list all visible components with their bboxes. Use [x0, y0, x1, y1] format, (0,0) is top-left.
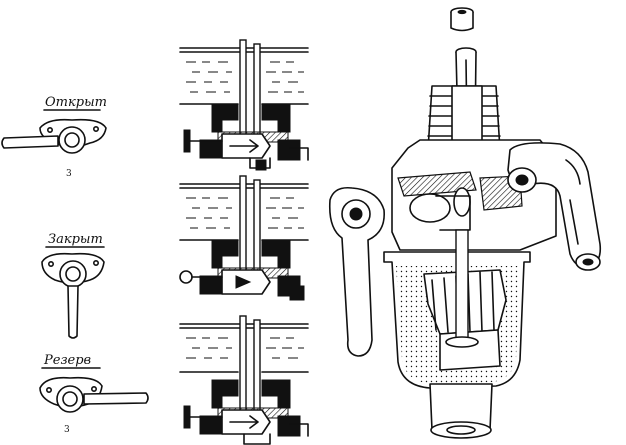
outlet-elbow: [507, 142, 602, 271]
lever-handle-icon: [328, 186, 385, 357]
section-view-closed: [179, 175, 310, 301]
fuel-cock-cutaway: [328, 7, 602, 439]
position-reserve: Резерв 3: [39, 353, 149, 435]
position-closed-label: Закрыт: [48, 232, 103, 247]
position-open-mark: 3: [66, 169, 72, 179]
threaded-neck: [427, 85, 501, 151]
section-view-reserve: [179, 315, 310, 445]
closed-handle-icon: [41, 252, 105, 339]
sediment-bowl: [383, 229, 531, 389]
open-handle-icon: [1, 118, 107, 154]
position-open: Открыт 3: [1, 95, 107, 179]
bottom-outlet: [429, 383, 493, 439]
position-open-label: Открыт: [45, 95, 107, 110]
position-reserve-mark: 3: [64, 425, 70, 435]
position-reserve-label: Резерв: [43, 353, 91, 368]
section-view-open: [179, 39, 310, 171]
reserve-handle-icon: [39, 376, 149, 413]
position-closed: Закрыт: [41, 232, 105, 339]
top-nut: [450, 7, 474, 32]
